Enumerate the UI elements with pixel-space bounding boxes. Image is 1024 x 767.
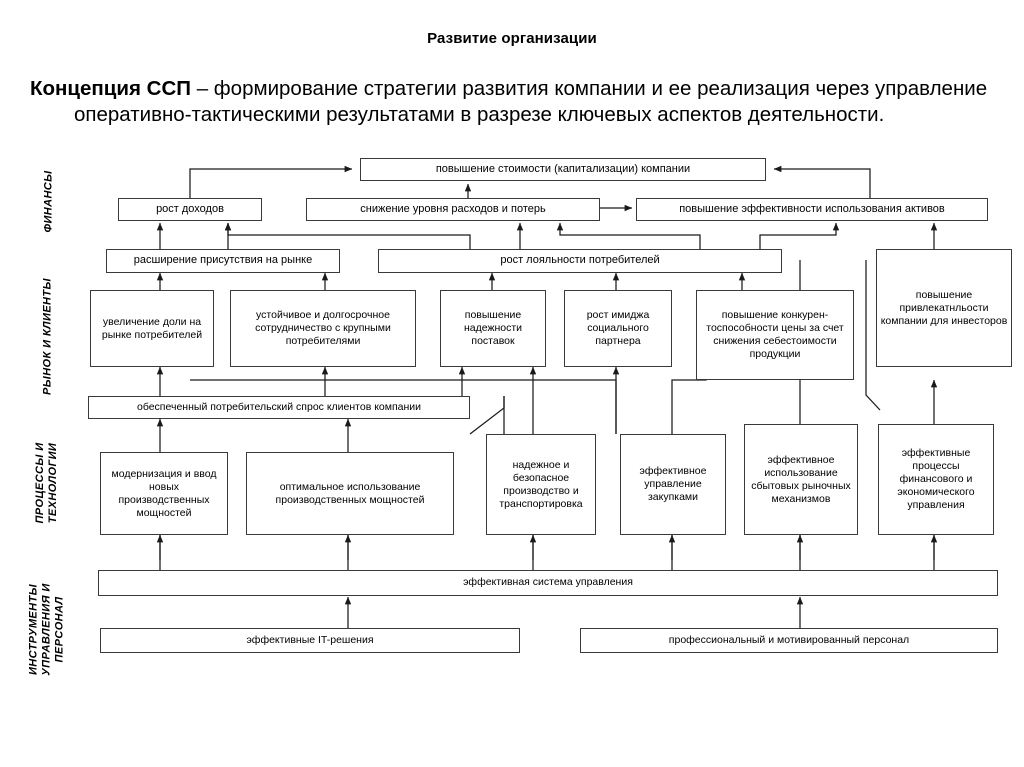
node-it-solutions[interactable]: эффективные IT-решения bbox=[100, 628, 520, 653]
node-market-presence[interactable]: расширение присутствия на рынке bbox=[106, 249, 340, 273]
node-revenue-growth[interactable]: рост доходов bbox=[118, 198, 262, 221]
node-asset-efficiency[interactable]: повышение эффективности использования ак… bbox=[636, 198, 988, 221]
node-capitalization[interactable]: повышение стоимости (капитализации) комп… bbox=[360, 158, 766, 181]
concept-rest: – формирование стратегии развития компан… bbox=[74, 77, 988, 126]
node-consumer-demand[interactable]: обеспеченный потребительский спрос клиен… bbox=[88, 396, 470, 419]
node-investor-attractiveness[interactable]: повышение привлекатнльости компании для … bbox=[876, 249, 1012, 367]
node-price-competitiveness[interactable]: повышение конкурен-тоспособности цены за… bbox=[696, 290, 854, 380]
node-safe-production[interactable]: надежное и безопасное производство и тра… bbox=[486, 434, 596, 535]
node-personnel[interactable]: профессиональный и мотивированный персон… bbox=[580, 628, 998, 653]
perspective-label-market: РЫНОК И КЛИЕНТЫ bbox=[41, 278, 54, 395]
node-customer-loyalty[interactable]: рост лояльности потребителей bbox=[378, 249, 782, 273]
node-optimal-capacity[interactable]: оптимальное использование производственн… bbox=[246, 452, 454, 535]
node-market-share[interactable]: увеличение доли на рынке потребителей bbox=[90, 290, 214, 367]
node-sales-mechanisms[interactable]: эффективное использование сбытовых рыноч… bbox=[744, 424, 858, 535]
perspective-label-finance: ФИНАНСЫ bbox=[42, 170, 55, 233]
page-title: Развитие организации bbox=[427, 30, 597, 47]
perspective-label-processes: ПРОЦЕССЫ И ТЕХНОЛОГИИ bbox=[34, 442, 59, 524]
node-management-system[interactable]: эффективная система управления bbox=[98, 570, 998, 596]
node-supply-reliability[interactable]: повышение надежности поставок bbox=[440, 290, 546, 367]
concept-lead: Концепция ССП bbox=[30, 77, 192, 100]
node-procurement[interactable]: эффективное управление закупками bbox=[620, 434, 726, 535]
node-social-image[interactable]: рост имиджа социального партнера bbox=[564, 290, 672, 367]
perspective-label-tools: ИНСТРУМЕНТЫ УПРАВЛЕНИЯ И ПЕРСОНАЛ bbox=[27, 583, 66, 676]
node-cost-reduction[interactable]: снижение уровня расходов и потерь bbox=[306, 198, 600, 221]
node-long-term-cooperation[interactable]: устойчивое и долгосрочное сотрудничество… bbox=[230, 290, 416, 367]
node-financial-processes[interactable]: эффективные процессы финансового и эконо… bbox=[878, 424, 994, 535]
concept-paragraph: Концепция ССП – формирование стратегии р… bbox=[30, 76, 995, 128]
node-modernization[interactable]: модернизация и ввод новых производственн… bbox=[100, 452, 228, 535]
